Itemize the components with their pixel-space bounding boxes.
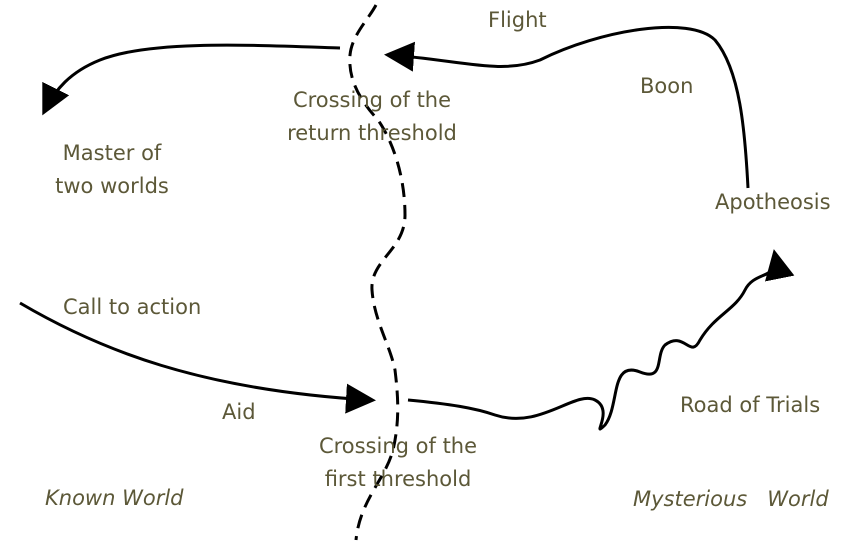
flight-return-arrow: [384, 25, 750, 189]
label-master-line2: two worlds: [55, 174, 169, 198]
road-of-trials-path: [407, 249, 795, 431]
label-crossing-first: Crossing of the first threshold: [308, 430, 488, 496]
label-call-to-action: Call to action: [63, 295, 202, 319]
label-mysterious-world: Mysterious World: [633, 487, 829, 511]
label-crossing-return-line1: Crossing of the: [292, 88, 452, 112]
label-crossing-return: Crossing of the return threshold: [282, 84, 462, 150]
call-to-action-arrow: [19, 301, 376, 414]
label-boon: Boon: [640, 74, 694, 98]
label-crossing-return-line2: return threshold: [287, 121, 457, 145]
label-master-of-two-worlds: Master of two worlds: [42, 137, 182, 203]
label-master-line1: Master of: [62, 141, 162, 165]
label-crossing-first-line1: Crossing of the: [318, 434, 478, 458]
return-known-world-arrow: [42, 43, 341, 116]
label-flight: Flight: [488, 8, 547, 32]
label-road-of-trials: Road of Trials: [680, 393, 821, 417]
label-crossing-first-line2: first threshold: [324, 467, 472, 491]
label-known-world: Known World: [45, 486, 184, 510]
label-aid: Aid: [222, 400, 256, 424]
label-apotheosis: Apotheosis: [715, 190, 831, 214]
